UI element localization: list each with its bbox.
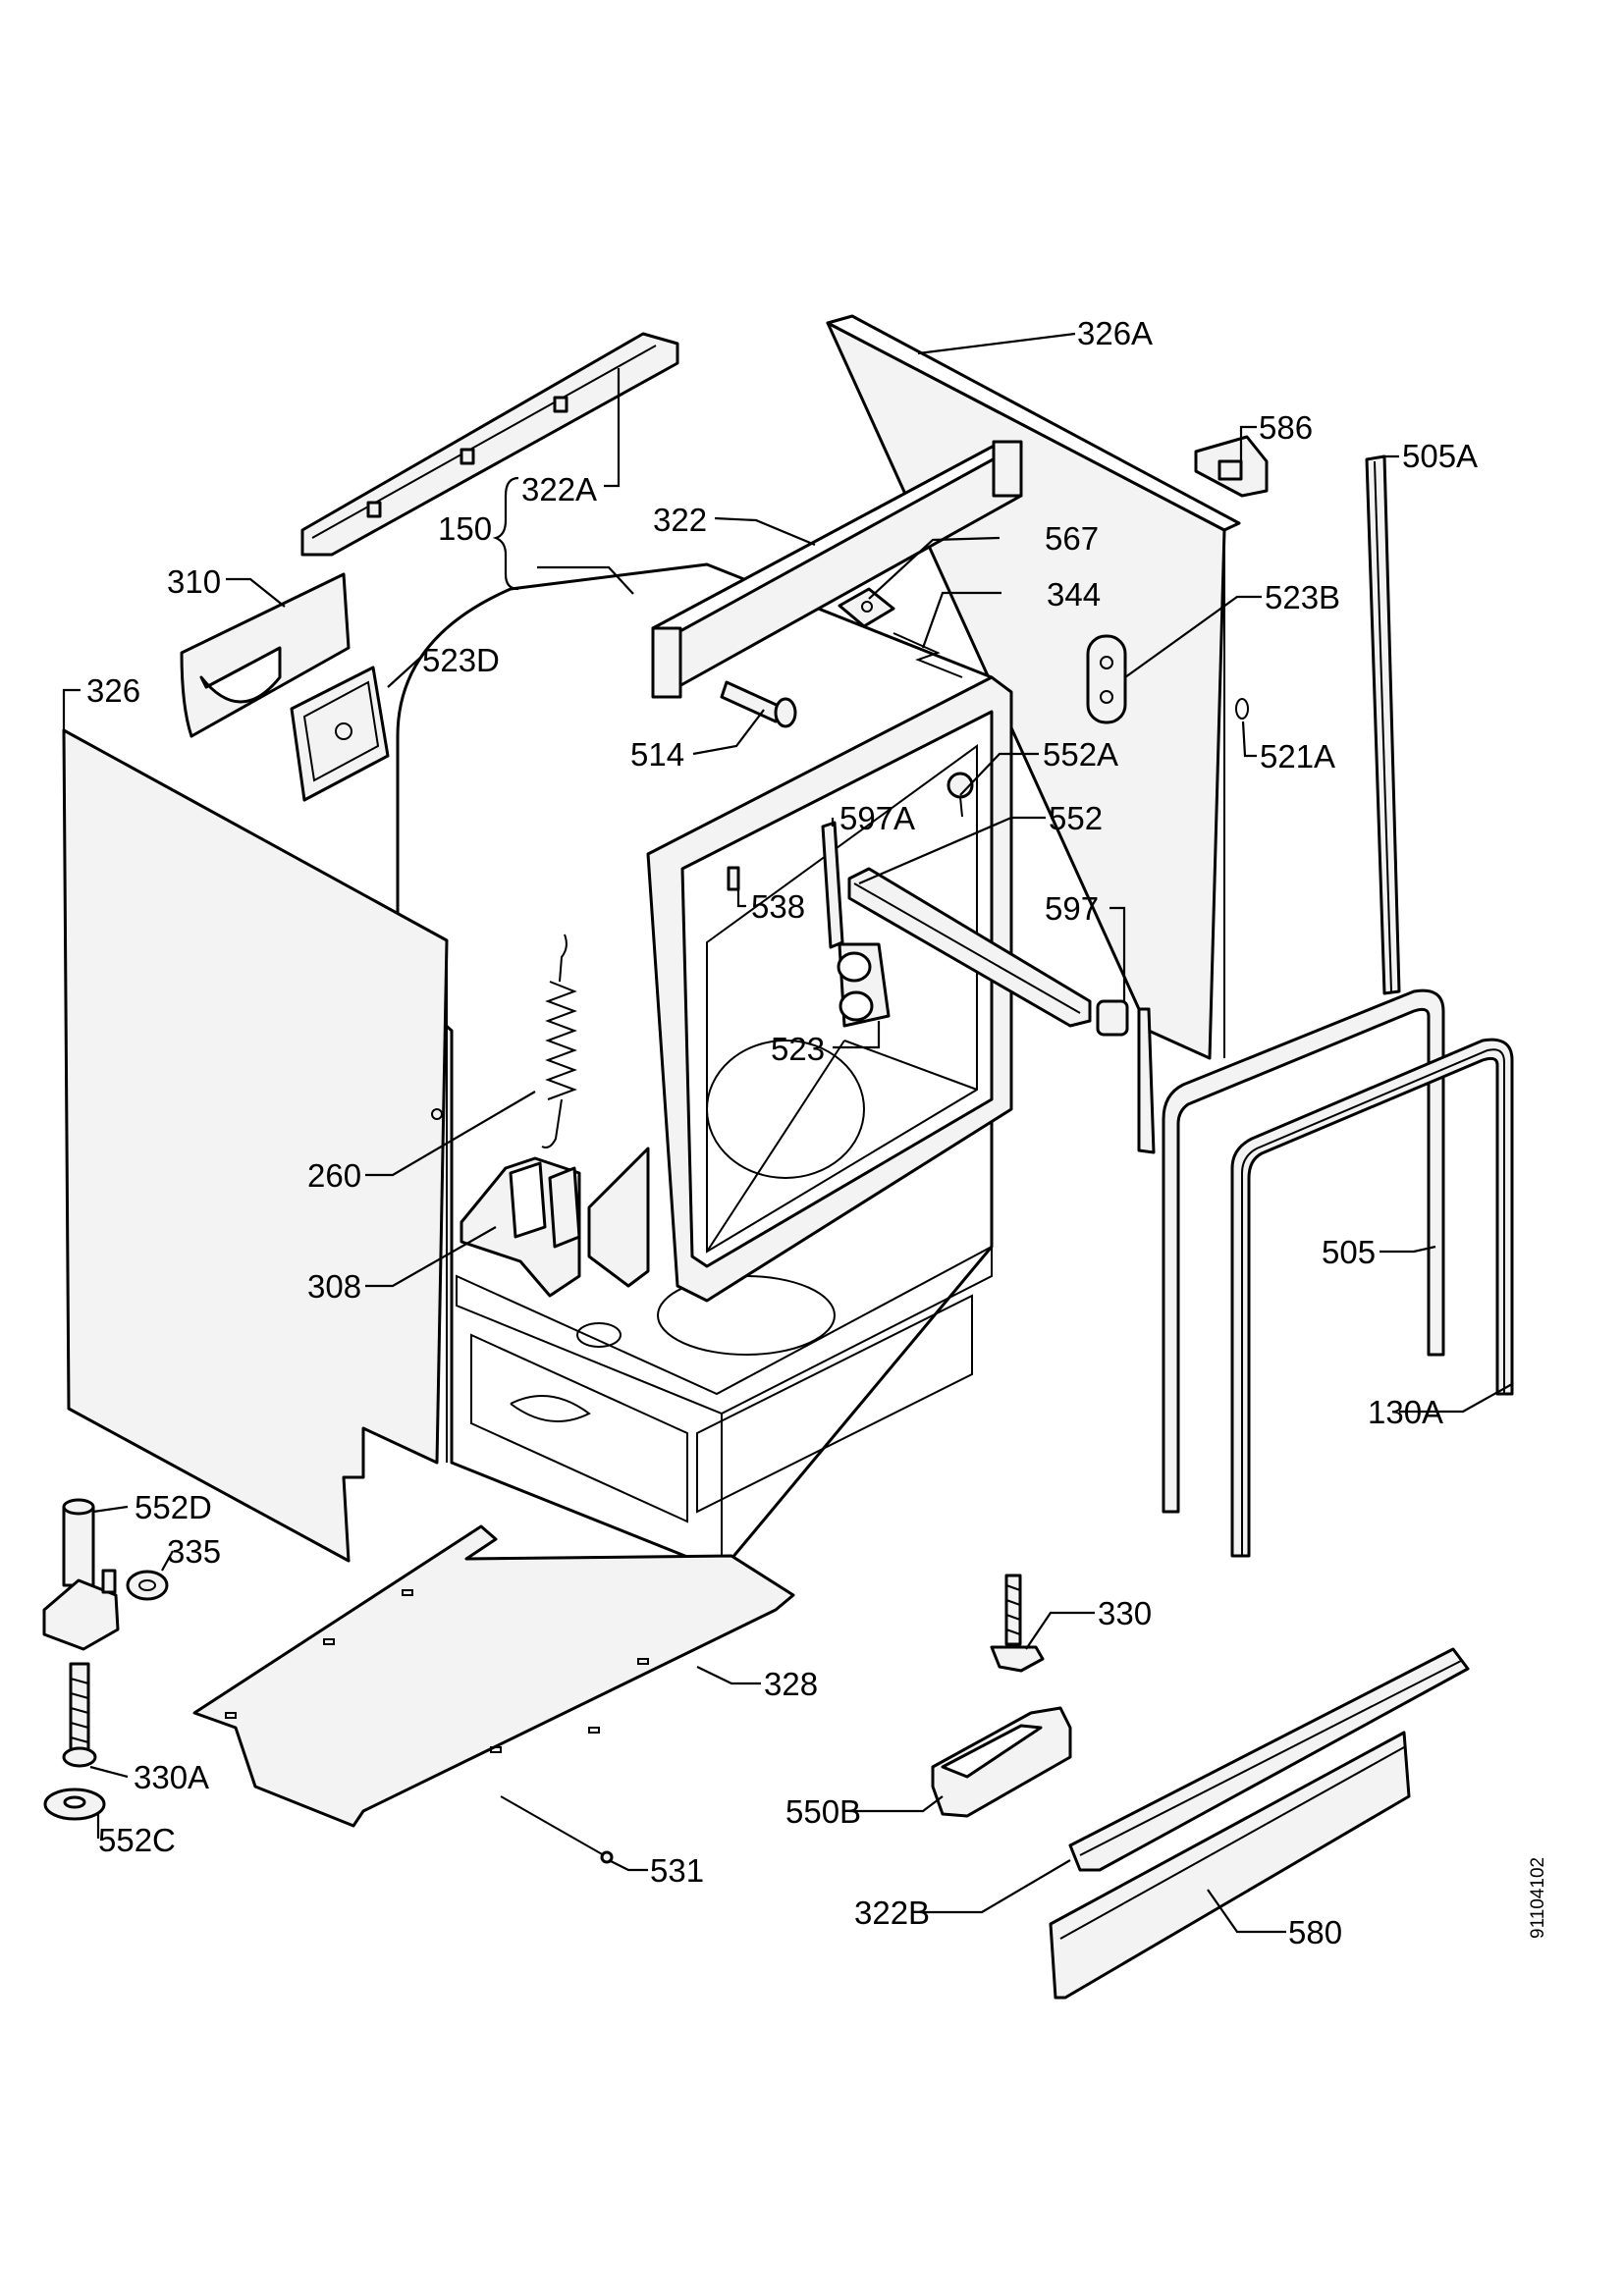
label-335: 335 — [167, 1533, 221, 1570]
part-335 — [126, 1570, 169, 1601]
label-130a: 130A — [1368, 1394, 1443, 1430]
label-597a: 597A — [839, 800, 915, 836]
label-552c: 552C — [98, 1822, 176, 1858]
part-308 — [460, 1156, 581, 1298]
part-552 — [847, 867, 1092, 1028]
label-538: 538 — [751, 888, 805, 925]
part-597 — [1096, 999, 1129, 1037]
part-328 — [192, 1524, 795, 1828]
part-523d — [290, 666, 390, 802]
part-310 — [180, 572, 351, 738]
part-labels: 326A 586 505A 322A 150 322 567 344 523B … — [86, 315, 1548, 1950]
label-597: 597 — [1045, 890, 1099, 927]
label-552d: 552D — [135, 1489, 212, 1525]
label-523b: 523B — [1265, 579, 1340, 615]
part-344 — [893, 632, 963, 678]
part-505a — [1365, 454, 1401, 995]
drawing-code: 91104102 — [1528, 1857, 1548, 1939]
part-580 — [1049, 1731, 1411, 2000]
label-505: 505 — [1322, 1234, 1376, 1270]
label-322: 322 — [653, 502, 707, 538]
label-308: 308 — [307, 1268, 361, 1305]
part-330a — [62, 1662, 97, 1768]
part-330 — [990, 1574, 1045, 1673]
part-552a — [947, 772, 974, 818]
label-505a: 505A — [1402, 438, 1478, 474]
part-550b — [931, 1706, 1072, 1818]
part-260 — [541, 934, 577, 1148]
part-531 — [500, 1795, 614, 1864]
label-550b: 550B — [785, 1793, 861, 1830]
label-328: 328 — [764, 1666, 818, 1702]
label-322b: 322B — [854, 1895, 930, 1931]
part-514 — [720, 680, 797, 728]
inner-tub-frame — [587, 675, 1013, 1303]
label-523: 523 — [771, 1031, 825, 1067]
label-514: 514 — [630, 736, 684, 773]
part-521a — [1235, 698, 1249, 720]
label-150: 150 — [438, 510, 492, 547]
label-326: 326 — [86, 672, 140, 709]
label-521a: 521A — [1260, 738, 1335, 774]
rail-322 — [651, 440, 1023, 699]
leader-lines — [62, 332, 1513, 1934]
part-552d — [42, 1498, 120, 1651]
part-586 — [1194, 435, 1269, 498]
part-322b — [1068, 1647, 1470, 1872]
label-260: 260 — [307, 1157, 361, 1194]
label-580: 580 — [1288, 1914, 1342, 1950]
label-531: 531 — [650, 1852, 704, 1889]
label-326a: 326A — [1077, 315, 1153, 351]
label-330a: 330A — [134, 1759, 209, 1795]
part-597a — [821, 821, 844, 949]
part-567 — [838, 587, 895, 628]
label-344: 344 — [1047, 576, 1101, 613]
label-567: 567 — [1045, 520, 1099, 557]
label-310: 310 — [167, 563, 221, 600]
top-rail-322a — [300, 332, 679, 557]
part-523b — [1086, 634, 1127, 724]
label-586: 586 — [1259, 409, 1313, 446]
part-505-130a-gaskets — [1162, 988, 1514, 1558]
part-538 — [727, 866, 740, 891]
side-panel-326 — [62, 728, 449, 1563]
part-552c — [43, 1788, 106, 1821]
label-552: 552 — [1049, 800, 1103, 836]
label-523d: 523D — [422, 642, 500, 678]
label-552a: 552A — [1043, 736, 1118, 773]
label-322a: 322A — [521, 471, 597, 507]
label-330: 330 — [1098, 1595, 1152, 1631]
part-523 — [837, 942, 891, 1028]
